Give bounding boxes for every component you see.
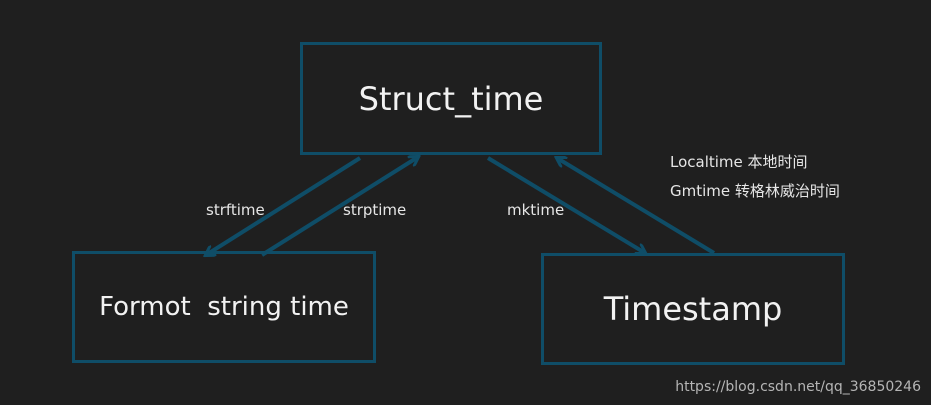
watermark-url: https://blog.csdn.net/qq_36850246 xyxy=(675,379,921,395)
format-string-node: Formot string time xyxy=(72,251,376,363)
arrow-localtime-gmtime xyxy=(557,158,716,255)
mktime-label: mktime xyxy=(507,201,565,219)
localtime-note: Localtime 本地时间 xyxy=(670,153,808,171)
timestamp-label: Timestamp xyxy=(603,290,783,328)
struct-time-label: Struct_time xyxy=(358,79,544,118)
format-string-label: Formot string time xyxy=(99,292,349,322)
arrow-strftime xyxy=(206,156,362,255)
arrow-strptime xyxy=(260,157,418,257)
arrow-mktime xyxy=(486,156,645,253)
strftime-label: strftime xyxy=(206,201,265,219)
gmtime-note: Gmtime 转格林威治时间 xyxy=(670,182,840,200)
timestamp-node: Timestamp xyxy=(541,253,845,365)
struct-time-node: Struct_time xyxy=(300,42,602,155)
strptime-label: strptime xyxy=(343,201,407,219)
